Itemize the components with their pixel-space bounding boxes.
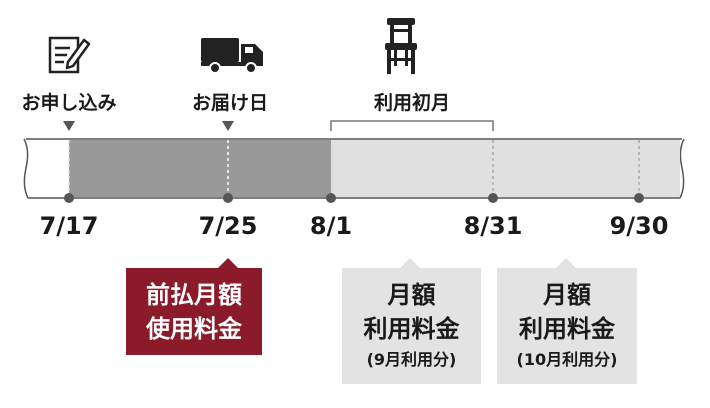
sept-sub: (9月利用分) (366, 350, 457, 369)
oct-line2: 利用料金 (519, 315, 615, 343)
date-dot-0717 (64, 193, 74, 203)
date-dot-0831 (488, 193, 498, 203)
first-month-bracket (330, 120, 494, 131)
usage-period-segment (331, 140, 680, 197)
application-label: お申し込み (21, 92, 117, 114)
delivery-marker (222, 121, 234, 131)
sept-line1: 月額 (387, 281, 436, 309)
prepay-line2: 使用料金 (146, 314, 242, 343)
sept-pointer (400, 258, 420, 268)
delivery-label: お届け日 (191, 92, 268, 114)
band-left-edge (23, 138, 29, 199)
band-right-edge (679, 138, 685, 199)
oct-sub: (10月利用分) (516, 350, 618, 369)
delivery-truck-icon (201, 38, 263, 74)
first-month-label: 利用初月 (373, 92, 450, 114)
sept-fee-box: 月額 利用料金 (9月利用分) (342, 268, 481, 384)
date-0725: 7/25 (198, 212, 258, 240)
oct-pointer (556, 258, 576, 268)
form-pencil-icon (48, 36, 91, 74)
date-0801: 8/1 (309, 212, 353, 240)
prepay-fee-box: 前払月額 使用料金 (126, 268, 262, 355)
date-0831: 8/31 (463, 212, 523, 240)
application-marker (63, 121, 75, 131)
prepay-pointer (218, 258, 238, 268)
oct-fee-box: 月額 利用料金 (10月利用分) (497, 268, 637, 384)
prepay-line1: 前払月額 (146, 280, 242, 309)
oct-line1: 月額 (543, 281, 591, 309)
date-0717: 7/17 (39, 212, 99, 240)
prepaid-period-segment (69, 140, 331, 197)
sept-line2: 利用料金 (363, 315, 460, 343)
date-dot-0725 (223, 193, 233, 203)
chair-icon (385, 18, 417, 74)
date-0930: 9/30 (609, 212, 669, 240)
date-dot-0930 (634, 193, 644, 203)
date-dot-0801 (326, 193, 336, 203)
